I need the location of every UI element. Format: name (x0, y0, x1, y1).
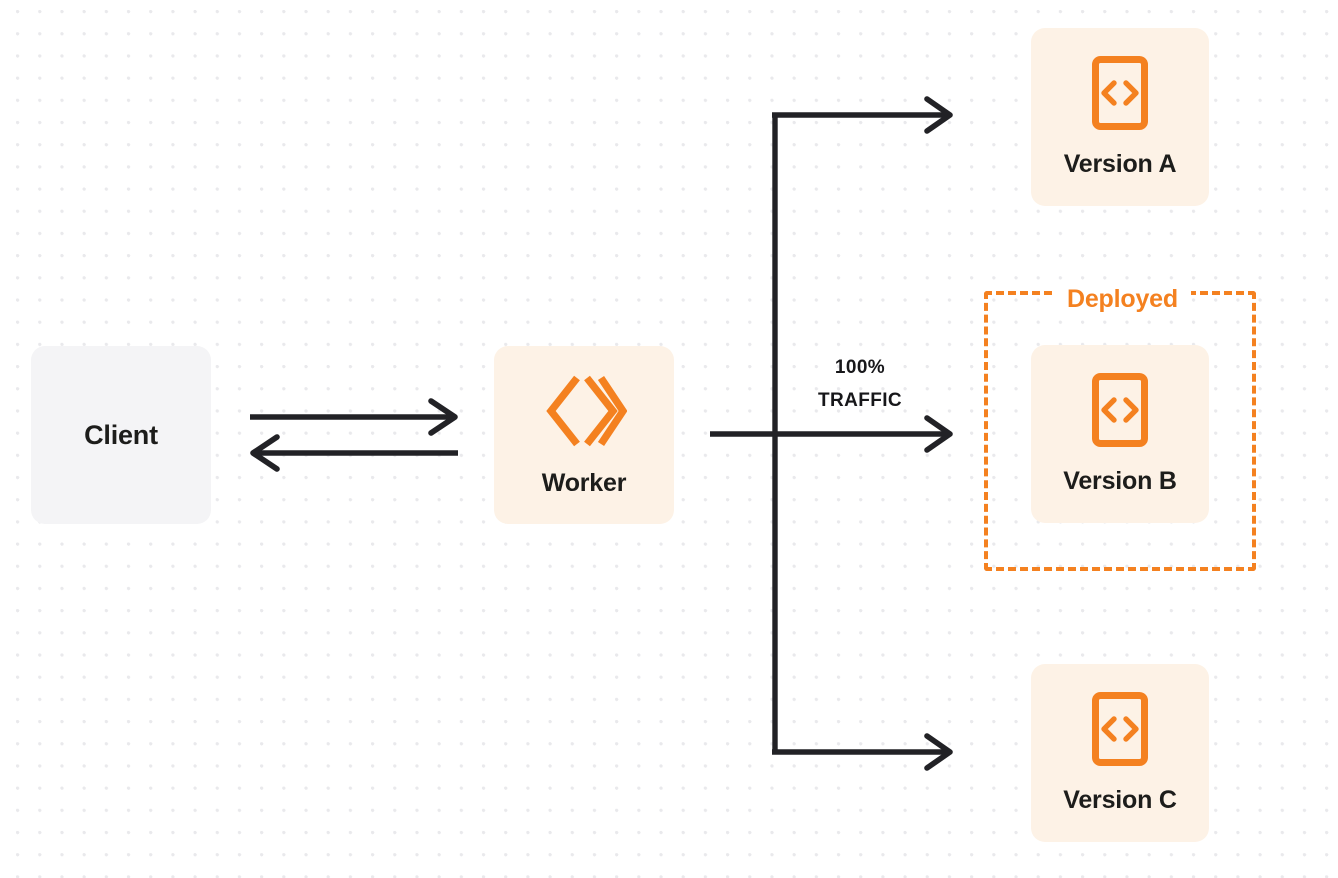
code-document-icon (1091, 372, 1149, 453)
node-version-c-label: Version C (1063, 786, 1177, 814)
node-client[interactable]: Client (31, 346, 211, 524)
node-version-a[interactable]: Version A (1031, 28, 1209, 206)
code-document-icon (1091, 55, 1149, 136)
traffic-label: 100% TRAFFIC (790, 351, 930, 418)
node-version-c[interactable]: Version C (1031, 664, 1209, 842)
traffic-percent: 100% (834, 357, 886, 378)
node-client-label: Client (84, 419, 158, 450)
edge-worker-to-version-c (772, 733, 953, 771)
edge-worker-to-version-a (772, 96, 953, 134)
edge-client-to-worker (250, 398, 458, 436)
node-worker-label: Worker (541, 469, 627, 497)
edge-worker-to-version-b (710, 415, 953, 453)
code-document-icon (1091, 691, 1149, 772)
traffic-word: TRAFFIC (817, 390, 903, 412)
node-version-a-label: Version A (1063, 150, 1177, 178)
deployed-group-label: Deployed (1054, 287, 1191, 312)
node-version-b[interactable]: Version B (1031, 345, 1209, 523)
node-worker[interactable]: Worker (494, 346, 674, 524)
edge-worker-to-client (250, 434, 458, 472)
cloudflare-workers-logo-icon (541, 372, 628, 455)
node-version-b-label: Version B (1063, 467, 1177, 495)
